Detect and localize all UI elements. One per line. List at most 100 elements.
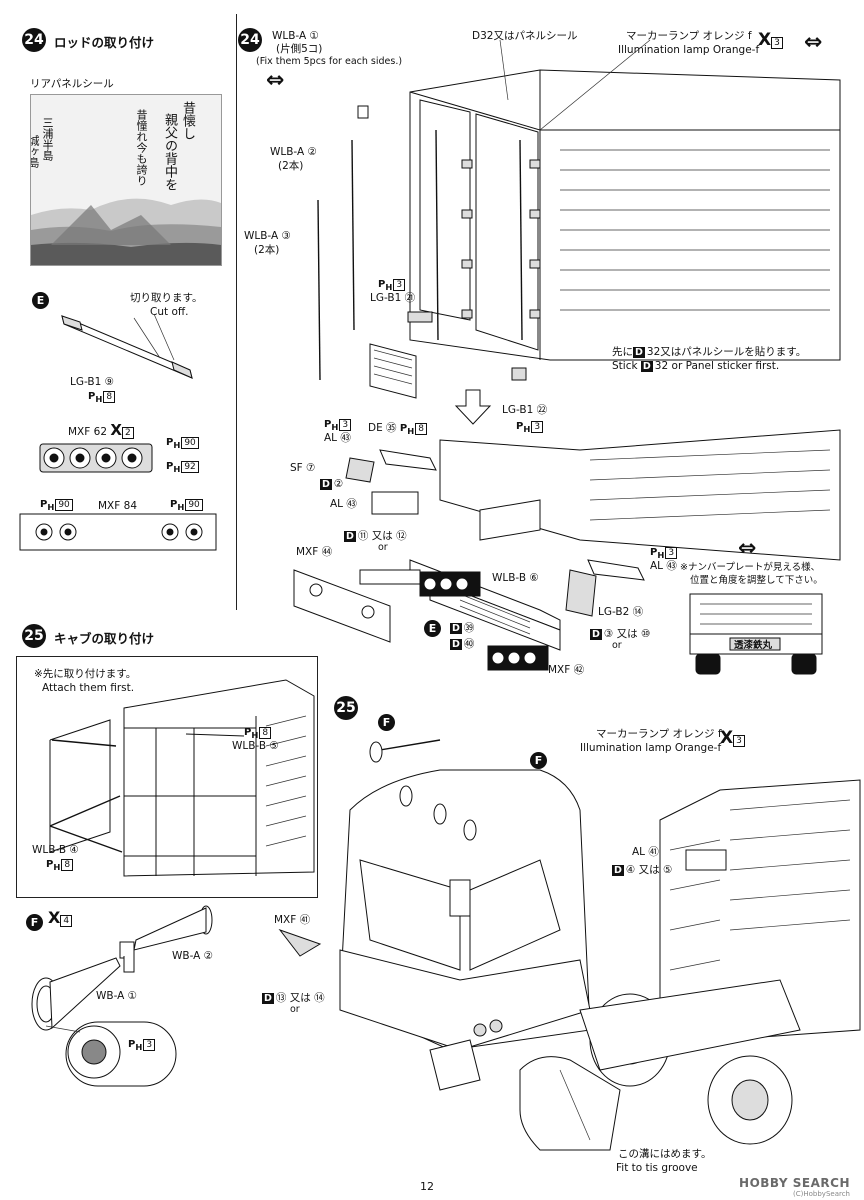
al51-label: AL ㊶: [632, 846, 659, 858]
plate-note-2: 位置と角度を調整して下さい。: [690, 575, 823, 586]
sticker-line-1: 昔懐し: [180, 101, 195, 140]
mxf62-rear-label: MXF ㊷: [548, 664, 585, 676]
al53-mid-label: AL ㊸: [330, 498, 357, 510]
rear-view-inset: [689, 593, 823, 675]
wlbb5-label: WLB-B ⑤: [232, 740, 279, 752]
groove-note-en: Fit to tis groove: [616, 1162, 698, 1174]
sf7-label: SF ⑦: [290, 462, 316, 474]
step25-number: 25: [22, 624, 46, 648]
wba2-label: WB-A ②: [172, 950, 214, 962]
page-number: 12: [420, 1180, 434, 1193]
marker-lamp-jp: マーカーランプ オレンジ f: [626, 30, 752, 42]
attach-first-en: Attach them first.: [42, 682, 135, 694]
rear-panel-label: リアパネルシール: [30, 78, 114, 90]
sticker-line-4: 三浦半島: [41, 117, 54, 161]
horn-drawing: [31, 905, 213, 1087]
lgb1-22-label: LG-B1 ㉒: [502, 404, 548, 416]
rear-panel-sticker: 昔懐し 親父の背中を 昔憧れ今も誇り 三浦半島 城ヶ島: [30, 94, 222, 266]
mxf61-label: MXF ㊶: [274, 914, 311, 926]
mxf61-or: or: [290, 1004, 300, 1015]
wba1-label: WB-A ①: [96, 990, 138, 1002]
runner-f-badge-cab-2: F: [530, 752, 547, 769]
mxf84-bumper-bar: [19, 513, 217, 551]
d32-label: D32又はパネルシール: [472, 30, 578, 42]
lgb1-9-part-drawing: [61, 313, 193, 379]
lgb1-9-label: LG-B1 ⑨: [70, 376, 115, 388]
container-front-drawing: [49, 679, 315, 877]
runner-f-badge-cab-1: F: [378, 714, 395, 731]
sticker-art: [31, 95, 221, 265]
wlba3-qty: (2本): [254, 244, 280, 256]
container-rear-assembly: [317, 39, 841, 399]
wlba1-qty-jp: (片側5コ): [276, 43, 323, 55]
step25-number-right: 25: [334, 696, 358, 720]
watermark: HOBBY SEARCH: [739, 1176, 850, 1190]
groove-note-jp: この溝にはめます。: [618, 1148, 712, 1160]
watermark-sub: (C)HobbySearch: [793, 1190, 850, 1198]
step24-title: ロッドの取り付け: [54, 35, 155, 50]
step24-number-right: 24: [238, 28, 262, 52]
down-arrow-icon: [454, 389, 492, 425]
plate-text: 透漆鉄丸: [734, 640, 773, 651]
step25-title: キャブの取り付け: [54, 631, 155, 646]
step24-number: 24: [22, 28, 46, 52]
rear-bumper-assembly: [293, 429, 841, 671]
runner-e-badge-rear: E: [424, 620, 441, 637]
al53-right-label: AL ㊸: [650, 560, 677, 572]
cab-and-container-drawing: [278, 739, 861, 1151]
wlbb4-label: WLB-B ④: [32, 844, 79, 856]
runner-e-badge: E: [32, 292, 49, 309]
sticker-line-2: 親父の背中を: [162, 113, 177, 191]
cut-off-en: Cut off.: [150, 306, 189, 318]
plate-note-1: ※ナンバープレートが見える様、: [680, 562, 821, 573]
wlba3-label: WLB-A ③: [244, 230, 291, 242]
wlba1-label: WLB-A ①: [272, 30, 319, 42]
lgb2-14-or: or: [612, 640, 622, 651]
lgb2-14-label: LG-B2 ⑭: [598, 606, 644, 618]
cab-marker-en: Illumination lamp Orange-f: [580, 742, 722, 754]
wlba2-label: WLB-A ②: [270, 146, 317, 158]
mxf84-rear-label: MXF ㊹: [296, 546, 333, 558]
wlba1-qty-en: (Fix them 5pcs for each sides.): [256, 56, 403, 67]
attach-first-jp: ※先に取り付けます。: [34, 668, 137, 680]
cut-off-jp: 切り取ります。: [130, 292, 203, 304]
sticker-line-3: 昔憧れ今も誇り: [135, 109, 148, 186]
al53-top-label: AL ㊸: [324, 432, 351, 444]
mxf62-lamp-bar: [39, 443, 153, 473]
cab-marker-jp: マーカーランプ オレンジ f: [596, 728, 722, 740]
runner-f-badge: F: [26, 914, 43, 931]
marker-lamp-en: Illumination lamp Orange-f: [618, 44, 760, 56]
move-arrow-plate: ⇔: [738, 536, 757, 561]
wlba2-qty: (2本): [278, 160, 304, 172]
lgb1-21-label: LG-B1 ㉑: [370, 292, 416, 304]
mxf84-label: MXF 84: [98, 500, 138, 512]
sticker-line-5: 城ヶ島: [30, 135, 40, 168]
move-arrow-left: ⇔: [266, 68, 285, 93]
wlbb6-label: WLB-B ⑥: [492, 572, 539, 584]
